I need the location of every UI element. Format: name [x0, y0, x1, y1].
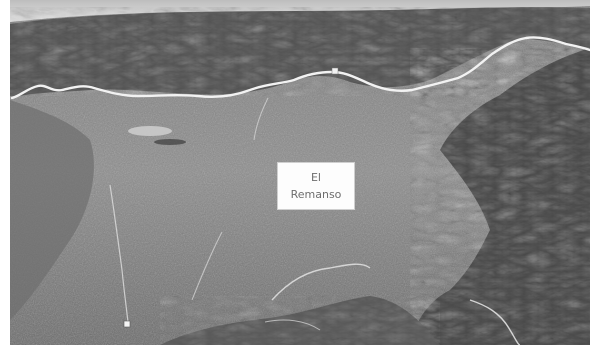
town-marker: [123, 320, 131, 328]
western-fields: [10, 100, 94, 320]
road-southeast: [469, 299, 521, 345]
reservoir: [128, 126, 172, 136]
place-label-box: El Remanso: [277, 162, 355, 210]
boundary-line: [10, 36, 590, 100]
road-southwest: [264, 319, 321, 331]
place-label-line-2: Remanso: [290, 188, 342, 201]
road-north-south: [109, 184, 129, 323]
road-central: [191, 97, 269, 301]
horizon-haze: [10, 0, 590, 22]
road-south: [271, 263, 371, 301]
place-label-line-1: El: [310, 171, 321, 184]
